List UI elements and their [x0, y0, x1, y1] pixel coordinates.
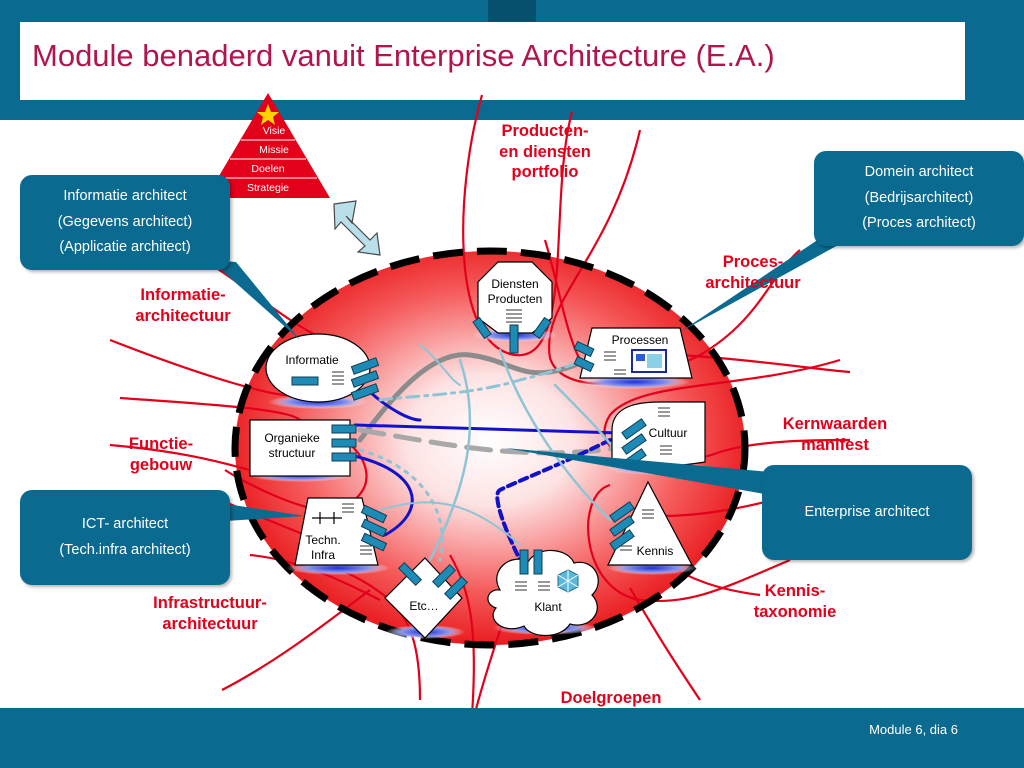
label-informatie-architectuur: Informatie- architectuur: [135, 286, 231, 325]
node-informatie: Informatie: [285, 353, 339, 367]
callout-ict-line-1: ICT- architect: [81, 516, 169, 533]
node-connectors: [291, 316, 647, 601]
pyramid-shape: [206, 93, 330, 198]
callout-domein-line-2: (Bedrijsarchitect): [864, 189, 974, 206]
callout-domein-line-3: (Proces architect): [862, 215, 976, 232]
pyramid-star-icon: [257, 104, 279, 125]
infra-glyph: [312, 512, 342, 524]
label-functie-gebouw: Functie- gebouw: [128, 435, 194, 474]
klant-node-shape: [487, 549, 599, 637]
node-diensten-producten: Diensten Producten: [487, 277, 543, 306]
label-infrastructuur-architectuur: Infrastructuur- architectuur: [153, 594, 267, 633]
callout-domein-line-1: Domein architect: [864, 164, 974, 181]
node-kennis: Kennis: [636, 544, 674, 558]
callout-informatie-line-2: (Gegevens architect): [57, 213, 193, 230]
techn-node-shape: [294, 497, 379, 566]
pyramid-level-visie: Visie: [262, 125, 286, 137]
callout-domein-architect: Domein architect (Bedrijsarchitect) (Pro…: [814, 151, 1024, 246]
process-window-icon: [631, 349, 667, 373]
label-proces-architectuur: Proces- architectuur: [705, 253, 801, 292]
label-kernwaarden-manifest: Kernwaarden manifest: [782, 415, 888, 454]
label-doelgroepen: Doelgroepen: [560, 689, 662, 707]
callout-enterprise-architect: Enterprise architect: [762, 465, 972, 560]
pyramid-level-missie: Missie: [259, 144, 289, 156]
title-box: [20, 22, 965, 100]
node-cultuur: Cultuur: [648, 426, 688, 440]
pyramid-level-strategie: Strategie: [246, 182, 290, 194]
node-etc: Etc…: [409, 599, 439, 613]
network-snowflake-icon: [557, 569, 579, 593]
oval-dashed-border: [231, 247, 749, 649]
node-processen: Processen: [611, 333, 669, 347]
callout-informatie-line-1: Informatie architect: [63, 188, 187, 205]
callout-enterprise-line-1: Enterprise architect: [804, 503, 930, 520]
node-klant: Klant: [534, 600, 562, 614]
callout-informatie-line-3: (Applicatie architect): [59, 239, 191, 256]
callout-informatie-architect: Informatie architect (Gegevens architect…: [20, 175, 230, 270]
footer-band: [0, 708, 1024, 768]
label-kennis-taxonomie: Kennis- taxonomie: [753, 582, 837, 621]
slide-footer: Module 6, dia 6: [869, 722, 958, 737]
node-organieke-structuur: Organieke structuur: [264, 431, 320, 460]
node-techn-infra: Techn. Infra: [305, 533, 341, 562]
strategy-pyramid: [206, 93, 330, 198]
document-glyphs: [332, 309, 672, 591]
callout-pointers: [200, 235, 840, 522]
diensten-node-shape: [477, 261, 553, 334]
callout-ict-architect: ICT- architect (Tech.infra architect): [20, 490, 230, 585]
double-arrow-icon: [333, 200, 381, 256]
slide-title: Module benaderd vanuit Enterprise Archit…: [32, 38, 775, 73]
callout-ict-line-2: (Tech.infra architect): [59, 541, 191, 558]
header-notch: [488, 0, 536, 22]
label-producten-portfolio: Producten- en diensten portfolio: [499, 122, 591, 182]
pyramid-level-doelen: Doelen: [251, 163, 285, 175]
